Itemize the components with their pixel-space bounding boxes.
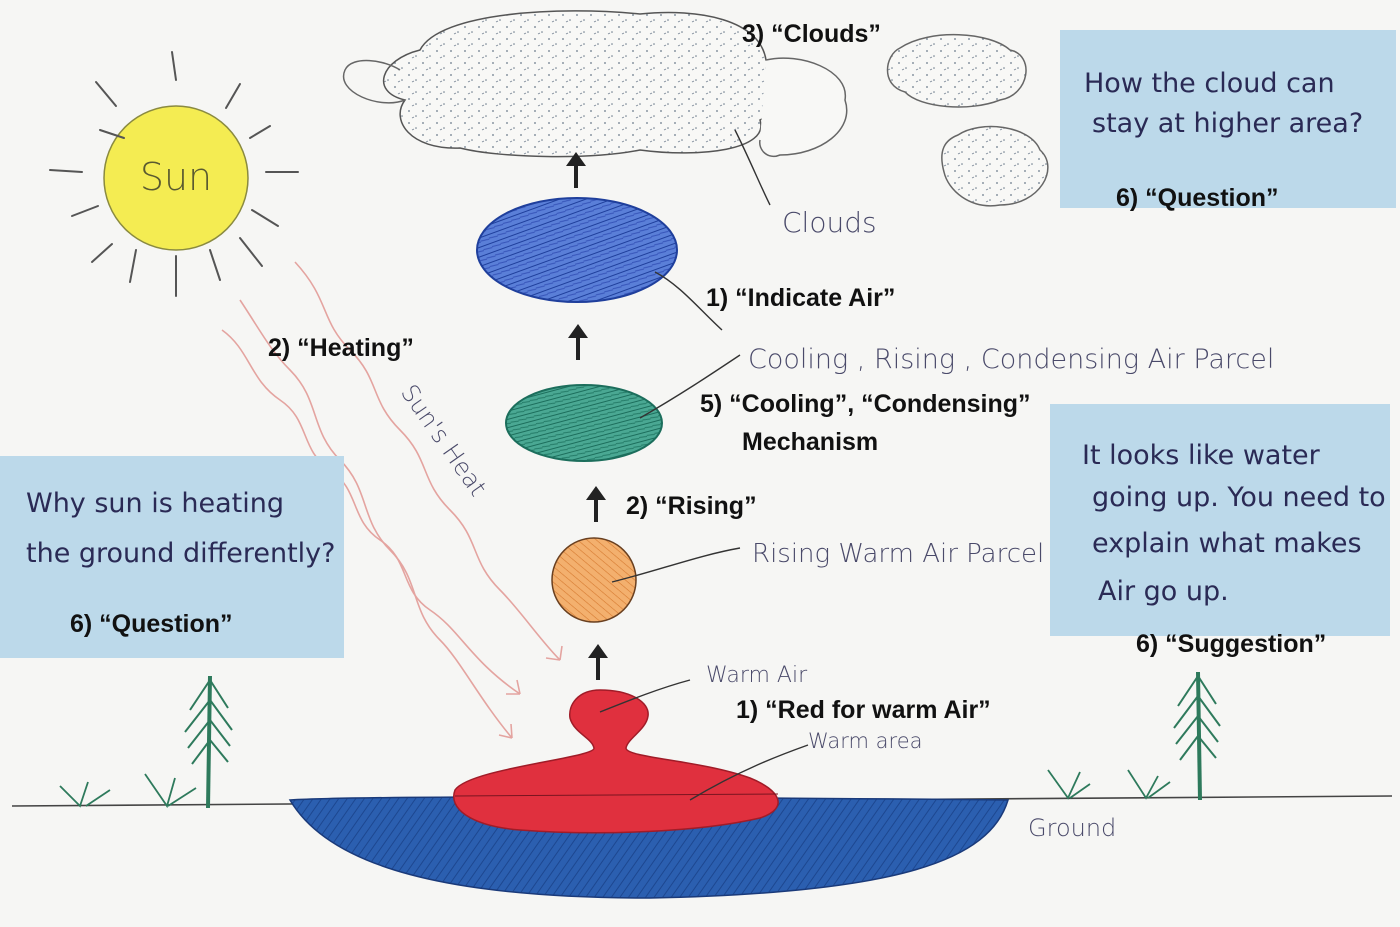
annotation-rising: 2) “Rising” — [626, 492, 757, 520]
note-left-tag: 6) “Question” — [70, 610, 233, 638]
small-cloud-2 — [941, 125, 1049, 207]
note-question-top-right: How the cloud can stay at higher area? 6… — [1060, 30, 1396, 212]
annotation-heating: 2) “Heating” — [268, 334, 414, 362]
warm-area-label: Warm area — [808, 729, 923, 753]
note-right-line4: Air go up. — [1098, 576, 1229, 607]
annotation-mechanism: Mechanism — [742, 428, 878, 456]
note-top-right-tag: 6) “Question” — [1116, 184, 1279, 212]
note-right-line2: going up. You need to — [1092, 482, 1386, 513]
rising-warm-label: Rising Warm Air Parcel — [752, 539, 1044, 569]
annotation-cooling-condensing: 5) “Cooling”, “Condensing” — [700, 390, 1031, 418]
cooling-rising-label: Cooling , Rising , Condensing Air Parcel — [748, 344, 1274, 375]
note-right-tag: 6) “Suggestion” — [1136, 630, 1326, 658]
green-air-parcel — [505, 384, 663, 462]
note-right-line3: explain what makes — [1092, 528, 1362, 559]
pointer-lines — [599, 129, 809, 801]
note-top-right-line1: How the cloud can — [1084, 68, 1335, 99]
annotation-red-warm: 1) “Red for warm Air” — [736, 696, 991, 724]
note-left-line2: the ground differently? — [26, 538, 336, 569]
note-question-left: Why sun is heating the ground differentl… — [0, 456, 344, 658]
heat-rays — [221, 261, 563, 739]
grass — [59, 769, 1171, 809]
small-cloud-1 — [886, 34, 1027, 108]
orange-air-parcel — [551, 537, 637, 623]
tree-left — [184, 675, 233, 809]
note-suggestion-right: It looks like water going up. You need t… — [1050, 404, 1390, 636]
warm-air-label: Warm Air — [706, 663, 808, 688]
tree-right — [1173, 671, 1221, 801]
warm-area-blob — [453, 689, 779, 834]
sun-label: Sun — [140, 155, 212, 199]
sun: Sun — [49, 51, 299, 297]
clouds-label: Clouds — [782, 206, 877, 239]
note-right-line1: It looks like water — [1082, 440, 1321, 471]
up-arrows — [566, 152, 608, 680]
ground-label: Ground — [1028, 814, 1116, 842]
big-cloud — [383, 10, 781, 158]
note-top-right-line2: stay at higher area? — [1092, 108, 1363, 139]
note-left-line1: Why sun is heating — [26, 488, 284, 519]
annotation-clouds: 3) “Clouds” — [742, 20, 881, 48]
blue-air-parcel — [476, 197, 678, 303]
annotation-indicate-air: 1) “Indicate Air” — [706, 284, 895, 312]
